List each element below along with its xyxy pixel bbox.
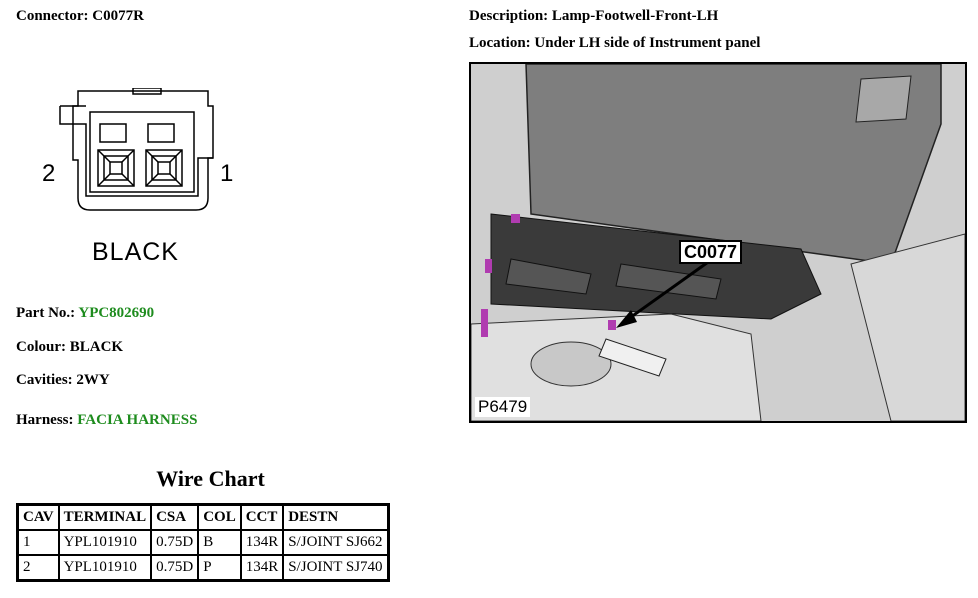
cell-destn: S/JOINT SJ662 — [282, 529, 390, 556]
table-header-row: CAV TERMINAL CSA COL CCT DESTN — [16, 503, 390, 531]
connector-callout-label: C0077 — [679, 240, 743, 264]
column-header-cav: CAV — [16, 503, 60, 531]
connector-marker — [608, 320, 616, 330]
column-header-cct: CCT — [239, 503, 285, 531]
column-header-destn: DESTN — [282, 503, 390, 531]
connector-field: Connector: C0077R — [16, 8, 144, 25]
location-field: Location: Under LH side of Instrument pa… — [469, 35, 760, 52]
cell-terminal: YPL101910 — [57, 554, 153, 582]
pin-number-2: 2 — [42, 160, 56, 187]
cell-col: B — [197, 529, 242, 556]
colour-label: Colour: — [16, 339, 66, 355]
cavities-label: Cavities: — [16, 372, 73, 388]
column-header-csa: CSA — [150, 503, 200, 531]
cell-cav: 2 — [16, 554, 60, 582]
table-row: 1 YPL101910 0.75D B 134R S/JOINT SJ662 — [16, 529, 390, 556]
table-row: 2 YPL101910 0.75D P 134R S/JOINT SJ740 — [16, 554, 390, 582]
connector-marker — [485, 259, 492, 273]
part-no-label: Part No.: — [16, 305, 76, 321]
colour-value: BLACK — [69, 339, 124, 355]
wire-chart-table: CAV TERMINAL CSA COL CCT DESTN 1 YPL1019… — [16, 503, 390, 582]
location-photo: C0077 P6479 — [469, 62, 967, 423]
photo-reference: P6479 — [475, 397, 531, 417]
connector-marker — [511, 214, 520, 223]
pin-number-1: 1 — [220, 160, 234, 187]
cell-csa: 0.75D — [150, 554, 200, 582]
location-illustration — [471, 64, 965, 421]
connector-marker — [481, 309, 488, 337]
colour-field: Colour: BLACK — [16, 339, 123, 356]
part-no-field: Part No.: YPC802690 — [16, 305, 154, 322]
description-field: Description: Lamp-Footwell-Front-LH — [469, 8, 718, 25]
description-value: Lamp-Footwell-Front-LH — [551, 8, 719, 24]
cavities-value: 2WY — [76, 372, 110, 388]
cell-cct: 134R — [239, 554, 285, 582]
column-header-col: COL — [197, 503, 242, 531]
cell-csa: 0.75D — [150, 529, 200, 556]
cell-col: P — [197, 554, 242, 582]
harness-field: Harness: FACIA HARNESS — [16, 412, 197, 429]
wire-chart-title: Wire Chart — [156, 466, 265, 491]
connector-value: C0077R — [92, 8, 144, 24]
description-label: Description: — [469, 8, 549, 24]
harness-value: FACIA HARNESS — [77, 412, 198, 428]
location-label: Location: — [469, 35, 531, 51]
column-header-terminal: TERMINAL — [57, 503, 153, 531]
cavities-field: Cavities: 2WY — [16, 372, 110, 389]
cell-cct: 134R — [239, 529, 285, 556]
cell-destn: S/JOINT SJ740 — [282, 554, 390, 582]
cell-terminal: YPL101910 — [57, 529, 153, 556]
harness-label: Harness: — [16, 412, 74, 428]
part-no-value: YPC802690 — [78, 305, 155, 321]
connector-face-diagram — [59, 88, 214, 211]
connector-label: Connector: — [16, 8, 89, 24]
connector-colour-label: BLACK — [92, 238, 179, 266]
cell-cav: 1 — [16, 529, 60, 556]
location-value: Under LH side of Instrument panel — [534, 35, 761, 51]
